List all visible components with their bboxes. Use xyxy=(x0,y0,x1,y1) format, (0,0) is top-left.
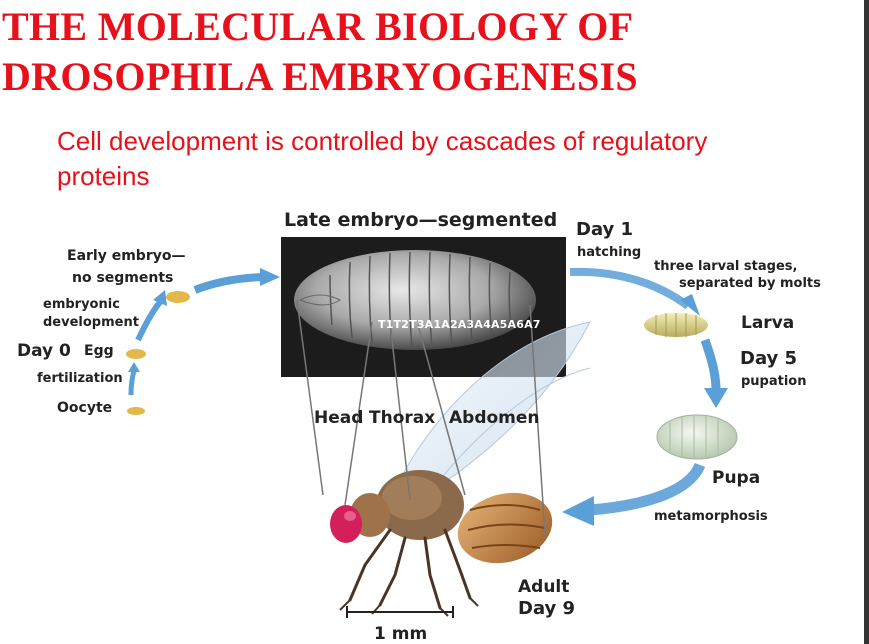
oocyte-label: Oocyte xyxy=(57,400,113,416)
larval-stages-line-1: three larval stages, xyxy=(654,259,798,274)
egg-label: Egg xyxy=(84,343,114,359)
day-1-label: Day 1 xyxy=(576,219,634,240)
hatching-label: hatching xyxy=(577,245,642,260)
scale-bar xyxy=(346,606,454,618)
egg-icon xyxy=(126,349,146,359)
pupation-label: pupation xyxy=(741,374,807,389)
arrow-embryo-to-larva xyxy=(569,267,700,316)
segmented-embryo-icon xyxy=(294,250,536,350)
day-9-label: Day 9 xyxy=(518,598,576,619)
day-5-label: Day 5 xyxy=(740,348,798,369)
abdomen-label: Abdomen xyxy=(449,408,540,428)
early-embryo-label-line-2: no segments xyxy=(72,270,174,286)
segment-codes-label: T1T2T3A1A2A3A4A5A6A7 xyxy=(378,318,541,331)
slide-subtitle: Cell development is controlled by cascad… xyxy=(57,126,708,191)
embryonic-development-line-2: development xyxy=(43,315,139,330)
slide-title: THE MOLECULAR BIOLOGY OF DROSOPHILA EMBR… xyxy=(2,2,638,102)
adult-fly-icon xyxy=(330,321,591,617)
larva-icon xyxy=(644,313,708,337)
arrow-oocyte-to-egg xyxy=(128,362,140,396)
pupa-icon xyxy=(656,414,738,460)
arrow-larva-to-pupa xyxy=(700,338,728,408)
slide-right-border xyxy=(864,0,869,644)
head-label: Head xyxy=(314,408,364,428)
early-embryo-icon xyxy=(166,291,190,303)
arrow-early-to-late-embryo xyxy=(193,268,280,294)
early-embryo-label-line-1: Early embryo— xyxy=(67,248,186,264)
thorax-label: Thorax xyxy=(369,408,436,428)
scale-label: 1 mm xyxy=(374,624,428,644)
fertilization-label: fertilization xyxy=(37,371,123,386)
arrow-egg-to-early-embryo xyxy=(135,290,167,342)
title-line-2: DROSOPHILA EMBRYOGENESIS xyxy=(2,54,638,99)
title-line-1: THE MOLECULAR BIOLOGY OF xyxy=(2,4,634,49)
day-0-label: Day 0 xyxy=(17,341,71,361)
adult-label: Adult xyxy=(518,577,570,597)
late-embryo-label: Late embryo—segmented xyxy=(284,209,558,231)
segment-mapping-lines xyxy=(296,299,546,536)
larva-label: Larva xyxy=(741,313,795,333)
oocyte-icon xyxy=(127,407,145,415)
larval-stages-line-2: separated by molts xyxy=(679,276,821,291)
metamorphosis-label: metamorphosis xyxy=(654,509,768,524)
embryonic-development-line-1: embryonic xyxy=(43,297,120,312)
arrow-pupa-to-adult xyxy=(562,462,706,526)
pupa-label: Pupa xyxy=(712,468,761,488)
